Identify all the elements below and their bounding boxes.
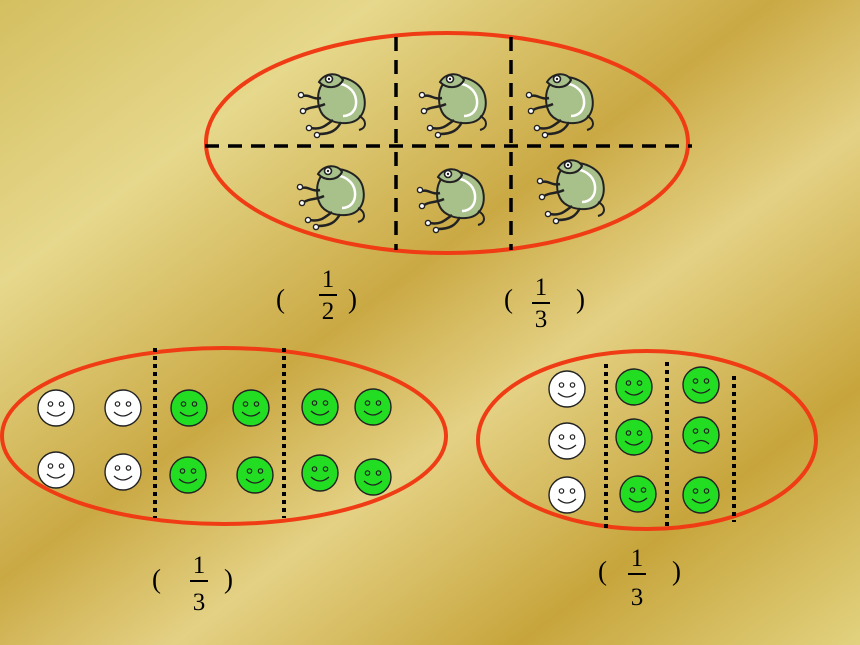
green-smiley-icon	[170, 389, 208, 427]
white-smiley-icon	[548, 370, 586, 408]
frog-icon	[525, 72, 595, 139]
close-paren: )	[224, 564, 233, 594]
denominator: 3	[192, 589, 206, 616]
green-smiley-icon	[301, 454, 339, 492]
green-smiley-icon	[169, 456, 207, 494]
answer-faces-left: ( 1 3 )	[152, 550, 248, 630]
answer-frog-thirds: ( 1 3 )	[504, 272, 600, 352]
white-smiley-icon	[104, 389, 142, 427]
denominator: 3	[534, 306, 548, 333]
fraction-bar	[319, 294, 337, 296]
open-paren: (	[504, 284, 513, 314]
close-paren: )	[348, 284, 357, 314]
green-frown-icon	[682, 416, 720, 454]
fraction-bar	[532, 302, 550, 304]
green-smiley-icon	[619, 475, 657, 513]
open-paren: (	[598, 556, 607, 586]
white-smiley-icon	[104, 453, 142, 491]
green-smiley-icon	[354, 458, 392, 496]
numerator: 1	[321, 266, 335, 293]
numerator: 1	[630, 545, 644, 572]
frog-icon	[416, 167, 486, 234]
faces-group-right-oval	[476, 349, 818, 531]
fraction-bar	[628, 573, 646, 575]
frog-group-oval	[204, 31, 690, 255]
denominator: 3	[630, 584, 644, 611]
numerator: 1	[192, 552, 206, 579]
green-smiley-icon	[682, 366, 720, 404]
close-paren: )	[576, 284, 585, 314]
answer-faces-right: ( 1 3 )	[598, 543, 694, 623]
faces-group-left	[0, 346, 448, 526]
frog-icon	[296, 164, 366, 231]
white-smiley-icon	[37, 451, 75, 489]
green-smiley-icon	[354, 388, 392, 426]
green-smiley-icon	[236, 456, 274, 494]
frog-group	[204, 31, 692, 255]
frog-icon	[297, 72, 367, 139]
open-paren: (	[276, 284, 285, 314]
white-smiley-icon	[548, 476, 586, 514]
numerator: 1	[534, 274, 548, 301]
green-smiley-icon	[615, 418, 653, 456]
green-smiley-icon	[682, 476, 720, 514]
close-paren: )	[672, 556, 681, 586]
green-smiley-icon	[232, 389, 270, 427]
white-smiley-icon	[548, 422, 586, 460]
denominator: 2	[321, 298, 335, 325]
frog-icon	[418, 72, 488, 139]
green-smiley-icon	[301, 388, 339, 426]
fraction-bar	[190, 580, 208, 582]
faces-group-left-oval	[0, 346, 448, 526]
open-paren: (	[152, 564, 161, 594]
faces-group-right	[476, 349, 818, 531]
frog-icon	[536, 158, 606, 225]
green-smiley-icon	[615, 368, 653, 406]
white-smiley-icon	[37, 389, 75, 427]
answer-frog-halves: ( 1 2 )	[276, 264, 372, 344]
